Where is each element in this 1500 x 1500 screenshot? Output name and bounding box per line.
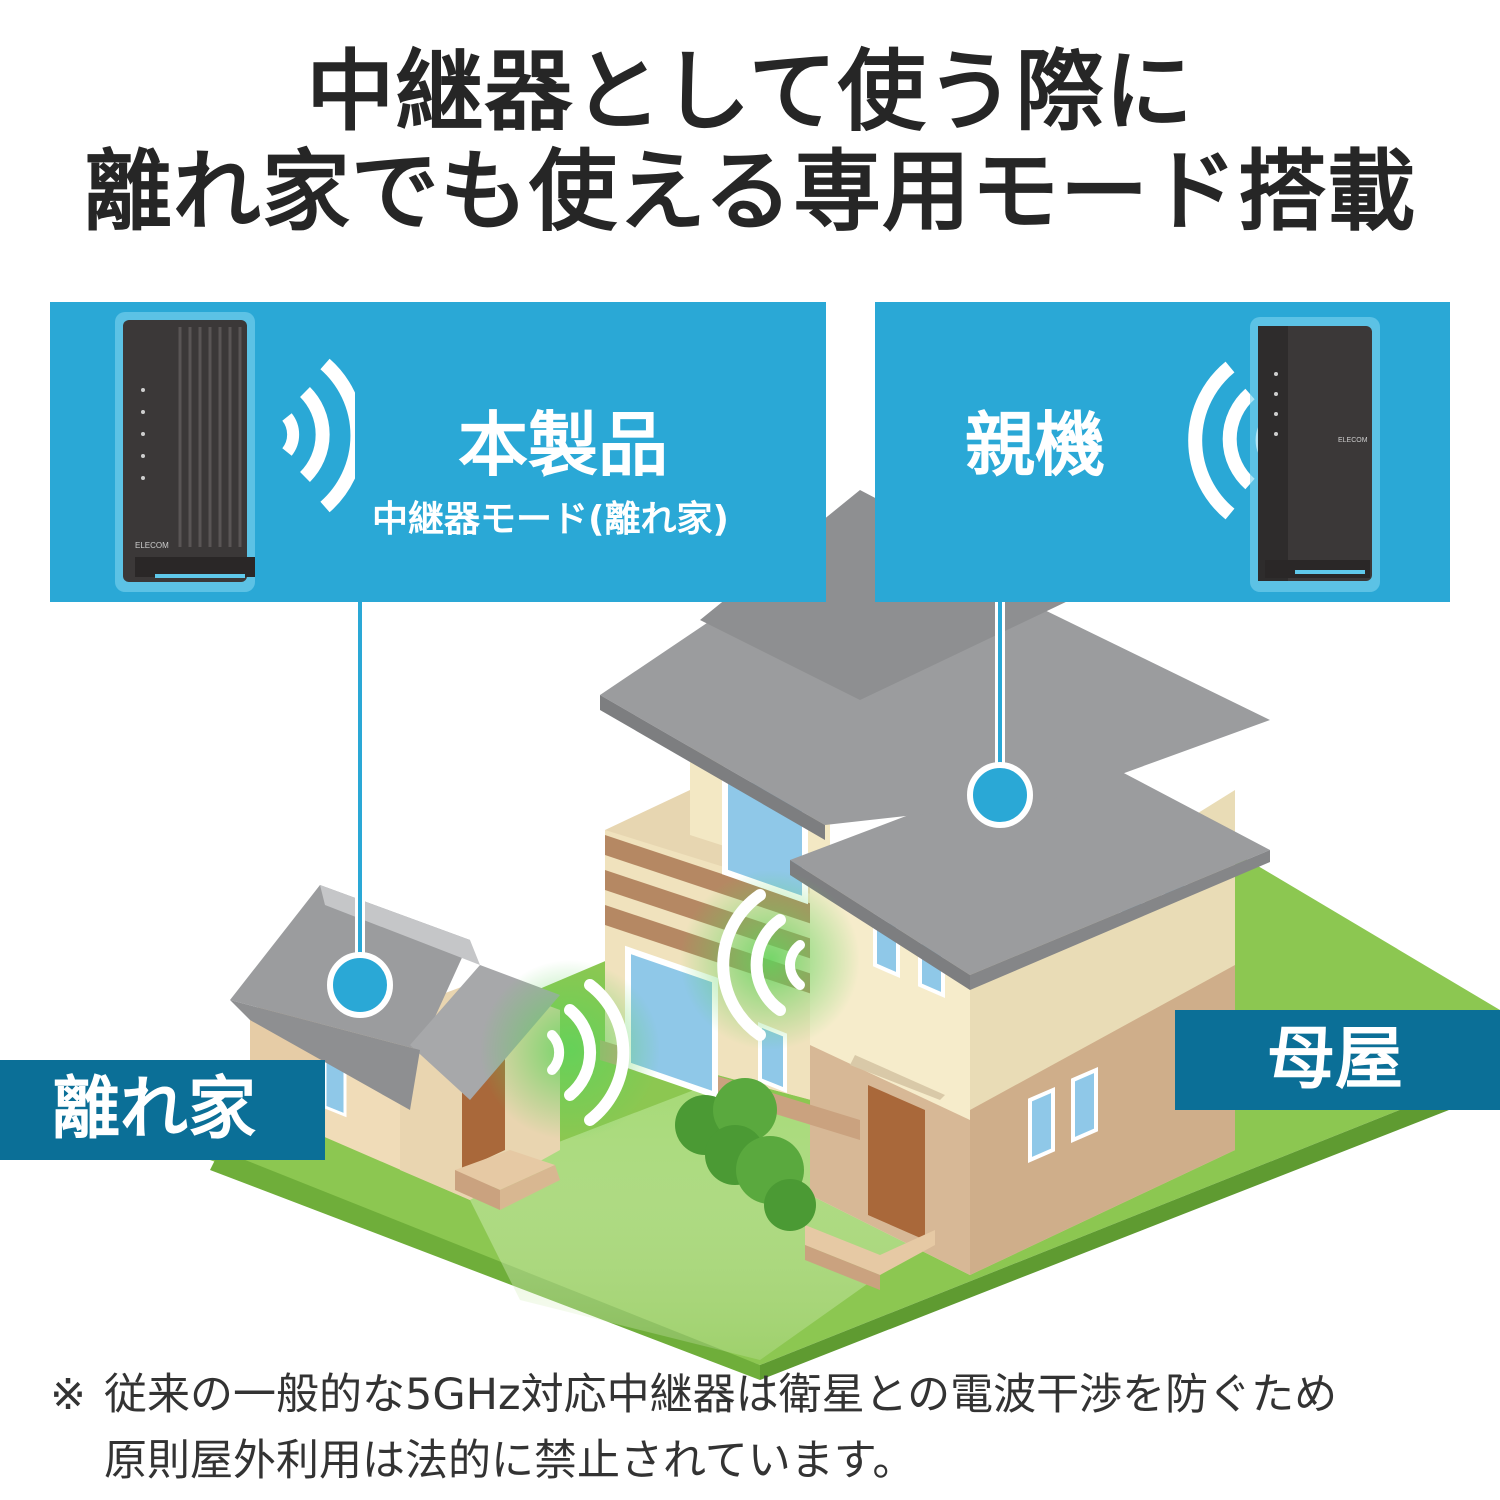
brand-label: ELECOM bbox=[1338, 437, 1368, 444]
main-house bbox=[600, 490, 1270, 1290]
signal-glow-main bbox=[680, 870, 860, 1050]
connector-annex bbox=[327, 600, 393, 1018]
annex-label: 離れ家 bbox=[52, 1070, 257, 1149]
annex-house bbox=[230, 885, 560, 1210]
footnote-line-1: 従来の一般的な5GHz対応中継器は衛星との電波干渉を防ぐため bbox=[104, 1370, 1338, 1420]
product-panel: ELECOM 本製品 中継器モード(離れ家) bbox=[50, 302, 826, 602]
annex-label-tag: 離れ家 bbox=[0, 1060, 325, 1160]
main-house-label-tag: 母屋 bbox=[1175, 1010, 1500, 1110]
wifi-icon bbox=[547, 979, 630, 1126]
brand-label: ELECOM bbox=[135, 541, 169, 550]
product-mode-label: 中継器モード(離れ家) bbox=[372, 499, 729, 540]
footnote-line-2: 原則屋外利用は法的に禁止されています。 bbox=[104, 1436, 916, 1486]
product-title: 本製品 bbox=[458, 404, 668, 486]
wifi-icon bbox=[717, 889, 805, 1041]
headline-line-1: 中継器として使う際に bbox=[306, 40, 1194, 143]
main-house-label: 母屋 bbox=[1267, 1020, 1404, 1099]
router-icon: ELECOM bbox=[115, 312, 355, 592]
router-icon: ELECOM bbox=[1188, 317, 1380, 592]
parent-router-title: 親機 bbox=[965, 404, 1105, 486]
reference-mark: ※ bbox=[50, 1370, 87, 1420]
parent-router-panel: 親機 ELECOM bbox=[875, 302, 1450, 602]
bushes bbox=[675, 1078, 816, 1231]
signal-glow-annex bbox=[480, 960, 660, 1140]
headline-line-2: 離れ家でも使える専用モード搭載 bbox=[83, 140, 1417, 243]
connector-main bbox=[967, 600, 1033, 828]
